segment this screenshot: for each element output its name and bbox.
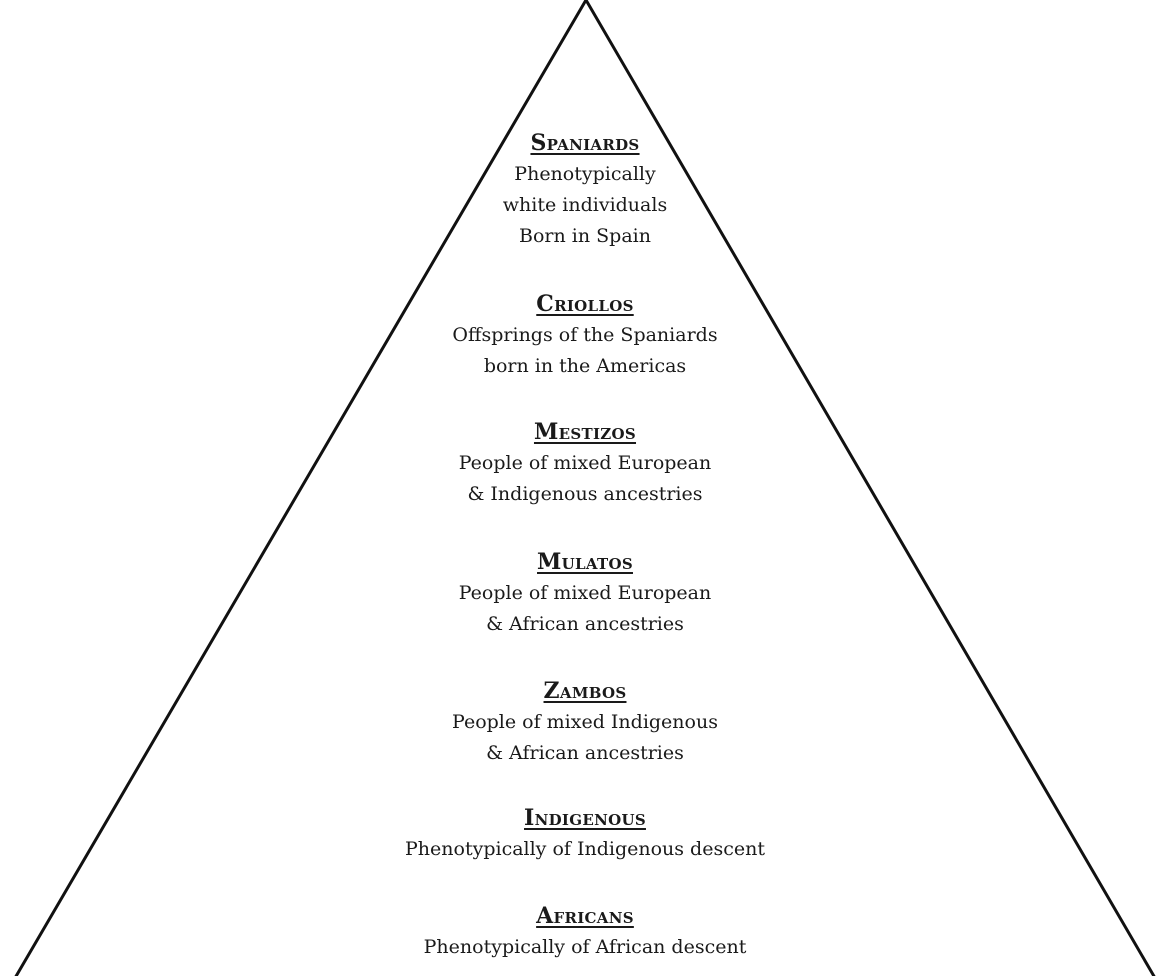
- tier-description-line: People of mixed Indigenous: [452, 711, 718, 733]
- tier-title: Mulatos: [537, 549, 633, 575]
- tier-indigenous: Indigenous Phenotypically of Indigenous …: [385, 803, 785, 865]
- tier-description-line: Phenotypically of African descent: [423, 936, 747, 958]
- tier-title: Mestizos: [533, 419, 637, 445]
- tier-mestizos: Mestizos People of mixed European & Indi…: [385, 417, 785, 510]
- tier-description-line: & African ancestries: [486, 613, 684, 635]
- tier-description-line: born in the Americas: [483, 355, 687, 377]
- tier-description-line: People of mixed European: [458, 582, 712, 604]
- tier-title: Spaniards: [530, 130, 640, 156]
- tier-description-line: Offsprings of the Spaniards: [452, 324, 718, 346]
- tier-africans: Africans Phenotypically of African desce…: [385, 901, 785, 963]
- tier-title: Criollos: [536, 291, 634, 317]
- tier-spaniards: Spaniards Phenotypically white individua…: [385, 128, 785, 252]
- tier-description-line: & African ancestries: [486, 742, 684, 764]
- tier-criollos: Criollos Offsprings of the Spaniards bor…: [385, 289, 785, 382]
- tier-title: Zambos: [543, 678, 627, 704]
- tier-description-line: Phenotypically: [514, 163, 656, 185]
- tier-description-line: white individuals: [502, 194, 668, 216]
- tier-description-line: Born in Spain: [519, 225, 651, 247]
- tier-description-line: People of mixed European: [458, 452, 712, 474]
- tier-title: Africans: [536, 903, 634, 929]
- tier-description-line: & Indigenous ancestries: [467, 483, 703, 505]
- tier-zambos: Zambos People of mixed Indigenous & Afri…: [385, 676, 785, 769]
- pyramid-edges: [14, 0, 1156, 976]
- tier-description-line: Phenotypically of Indigenous descent: [405, 838, 765, 860]
- tier-title: Indigenous: [524, 805, 646, 831]
- tier-mulatos: Mulatos People of mixed European & Afric…: [385, 547, 785, 640]
